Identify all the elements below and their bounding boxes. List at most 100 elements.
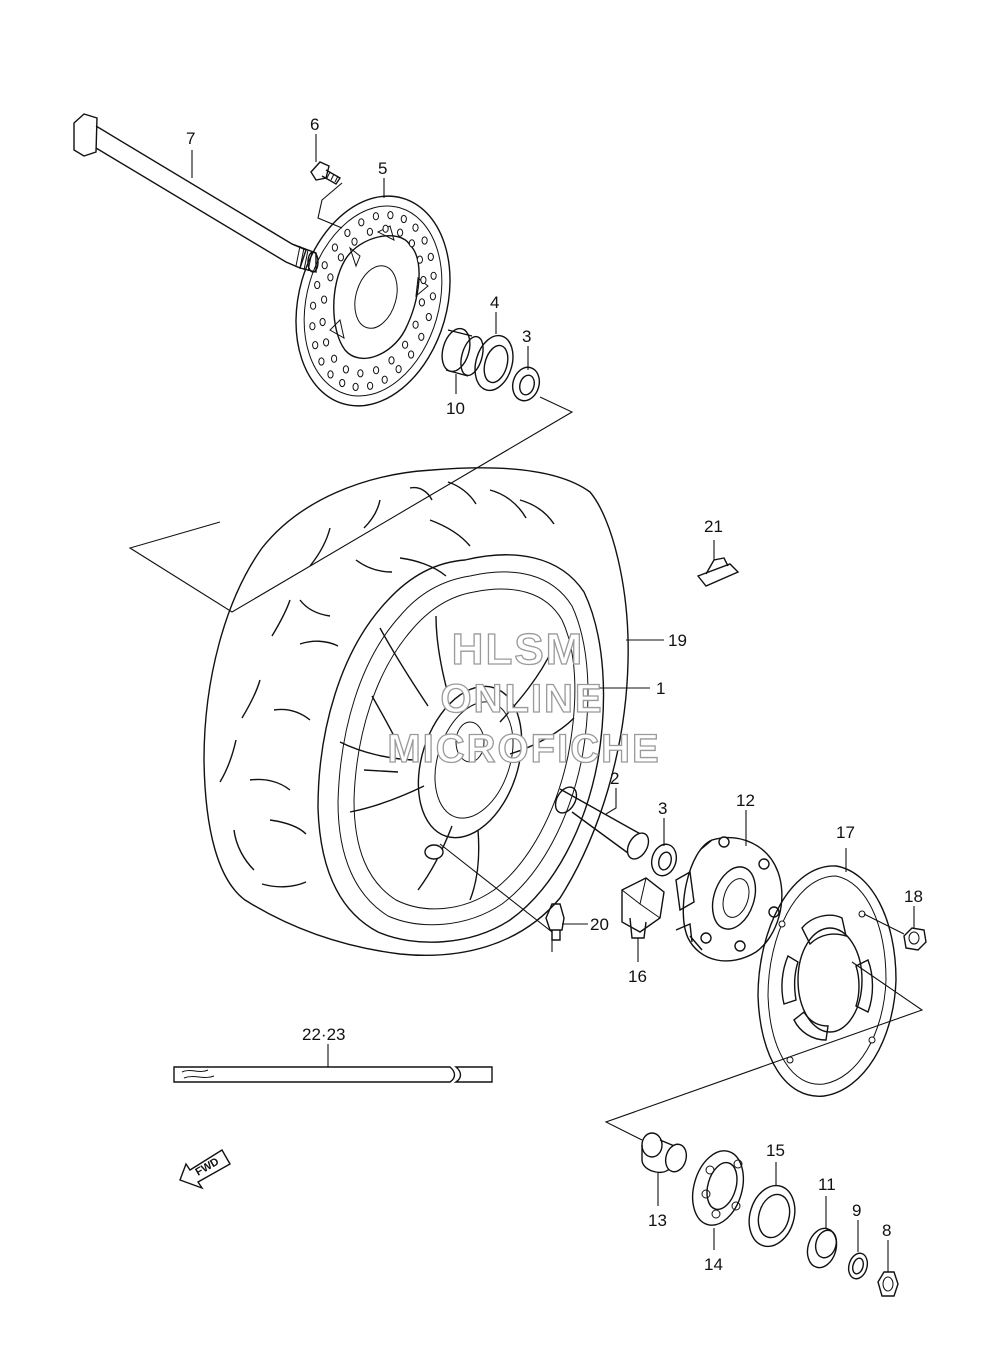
washer-9-part[interactable] (846, 1251, 870, 1281)
sleeve-13-part[interactable] (641, 1132, 689, 1174)
disc-hole (381, 375, 388, 384)
disc-hole (327, 370, 334, 379)
disc-holes (309, 211, 437, 391)
disc-hole (331, 243, 338, 252)
spacer-11-part[interactable] (803, 1225, 841, 1271)
disc-hole (367, 381, 374, 390)
callout-8[interactable]: 8 (882, 1221, 891, 1240)
sprocket-nut-part[interactable] (903, 927, 927, 951)
watermark-line-3: MICROFICHE (387, 727, 660, 771)
watermark-line-2: ONLINE (440, 677, 603, 721)
callout-1[interactable]: 1 (656, 679, 665, 698)
bolt-to-disc-leader (317, 182, 343, 229)
disc-hole (321, 295, 328, 304)
lower-group-leader (604, 961, 924, 1141)
rear-sprocket-part[interactable] (757, 865, 897, 1097)
callout-3-upper[interactable]: 3 (522, 327, 531, 346)
disc-hole (388, 356, 395, 365)
disc-hole (366, 227, 373, 236)
axle-part[interactable] (73, 113, 319, 273)
disc-hole (429, 292, 436, 301)
bearing-3-upper-part[interactable] (509, 364, 543, 404)
disc-hole (387, 211, 394, 220)
disc-hole (314, 280, 321, 290)
callout-15[interactable]: 15 (766, 1141, 785, 1160)
callout-16[interactable]: 16 (628, 967, 647, 986)
disc-hole (310, 301, 317, 310)
nut-leader (863, 913, 905, 935)
disc-hole (416, 255, 423, 264)
disc-bolt-part[interactable] (310, 161, 341, 185)
callout-12[interactable]: 12 (736, 791, 755, 810)
watermark-line-1: HLSM (452, 625, 585, 674)
disc-hole (352, 382, 359, 391)
callout-17[interactable]: 17 (836, 823, 855, 842)
valve-leader (439, 843, 553, 952)
callout-20[interactable]: 20 (590, 915, 609, 934)
disc-hole (427, 252, 434, 261)
callout-11[interactable]: 11 (818, 1175, 836, 1194)
disc-hole (373, 366, 380, 375)
damper-16-part[interactable] (621, 877, 665, 939)
balancer-weight-part[interactable] (696, 557, 740, 587)
upper-group-leader (128, 396, 574, 613)
callout-9[interactable]: 9 (852, 1201, 861, 1220)
disc-hole (418, 332, 425, 341)
disc-hole (309, 322, 316, 331)
callout-leaders (191, 134, 915, 1272)
disc-hole (412, 223, 419, 232)
disc-hole (421, 236, 428, 245)
disc-hole (327, 273, 334, 282)
callout-13[interactable]: 13 (648, 1211, 667, 1230)
disc-hole (420, 275, 427, 285)
disc-hole (418, 298, 425, 307)
oil-seal-15-part[interactable] (742, 1180, 801, 1252)
sprocket-drum-part[interactable] (675, 836, 783, 962)
axle-nut-8-part[interactable] (877, 1271, 899, 1297)
disc-hole (342, 365, 349, 374)
rear-wheel-part[interactable] (203, 467, 629, 957)
disc-hole (312, 341, 319, 350)
disc-hole (344, 228, 351, 237)
disc-hole (351, 237, 358, 246)
disc-hole (318, 357, 325, 366)
callout-18[interactable]: 18 (904, 887, 923, 906)
callout-7[interactable]: 7 (186, 129, 195, 148)
disc-hole (319, 317, 326, 327)
disc-hole (397, 228, 404, 237)
callout-labels: 7 6 5 4 3 10 21 19 1 2 3 12 17 18 20 16 … (186, 115, 923, 1274)
disc-hole (321, 261, 328, 270)
oil-seal-4-part[interactable] (469, 331, 519, 395)
disc-hole (337, 253, 344, 262)
disc-hole (430, 271, 437, 280)
disc-hole (408, 239, 415, 248)
callout-21[interactable]: 21 (704, 517, 723, 536)
disc-hole (372, 212, 379, 221)
spacer-2-part[interactable] (551, 783, 653, 862)
callout-22-23[interactable]: 22·23 (302, 1025, 345, 1044)
decal-strip-part[interactable] (173, 1066, 493, 1083)
disc-hole (402, 340, 409, 349)
watermark: HLSM ONLINE MICROFICHE (387, 624, 660, 771)
spacer-10-part[interactable] (437, 325, 487, 378)
callout-5[interactable]: 5 (378, 159, 387, 178)
callout-2[interactable]: 2 (610, 769, 619, 788)
disc-hole (408, 350, 415, 359)
disc-hole (425, 312, 432, 322)
brake-disc-part[interactable] (272, 178, 473, 425)
disc-hole (412, 320, 419, 329)
disc-hole (323, 338, 330, 347)
forward-direction-arrow-icon: FWD (179, 1149, 231, 1190)
callout-10[interactable]: 10 (446, 399, 465, 418)
disc-hole (331, 354, 338, 363)
bearing-3-lower-part[interactable] (648, 841, 680, 878)
callout-3-lower[interactable]: 3 (658, 799, 667, 818)
callout-6[interactable]: 6 (310, 115, 319, 134)
callout-14[interactable]: 14 (704, 1255, 723, 1274)
callout-19[interactable]: 19 (668, 631, 687, 650)
bearing-14-part[interactable] (684, 1145, 751, 1231)
callout-4[interactable]: 4 (490, 293, 499, 312)
disc-hole (358, 218, 365, 227)
